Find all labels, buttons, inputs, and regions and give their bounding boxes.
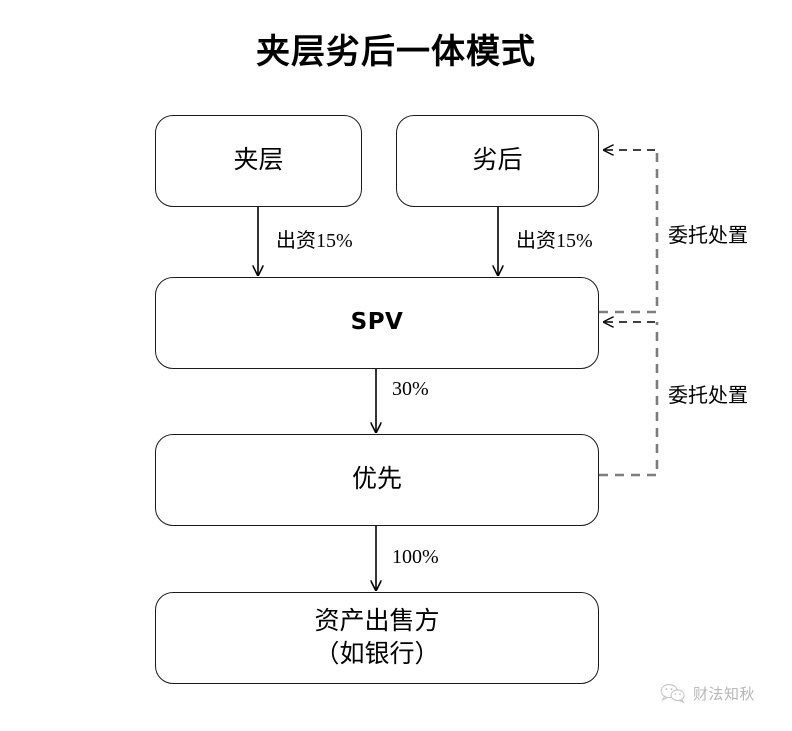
node-junior[interactable]: 劣后 xyxy=(396,115,599,207)
edge-label-funding-junior: 出资15% xyxy=(516,230,593,252)
watermark-text: 财法知秋 xyxy=(693,684,756,703)
node-asset-seller[interactable]: 资产出售方 （如银行） xyxy=(155,592,599,684)
page-title: 夹层劣后一体模式 xyxy=(256,32,536,72)
node-mezzanine-label: 夹层 xyxy=(233,147,284,174)
wechat-icon xyxy=(660,684,685,704)
edge-label-funding-mezzanine: 出资15% xyxy=(276,230,353,252)
node-senior-label: 优先 xyxy=(351,466,402,493)
node-asset-seller-label: 资产出售方 （如银行） xyxy=(314,607,440,669)
edge-label-spv-to-senior-pct: 30% xyxy=(392,378,429,400)
edge-senior-to-spv-entrust xyxy=(599,322,659,477)
node-spv[interactable]: SPV xyxy=(155,277,599,369)
node-spv-label: SPV xyxy=(350,309,404,336)
node-junior-label: 劣后 xyxy=(472,147,523,174)
edge-spv-to-junior-entrust xyxy=(599,150,659,314)
edge-label-entrust-top: 委托处置 xyxy=(668,225,748,247)
watermark: 财法知秋 xyxy=(660,682,755,704)
edge-label-entrust-bottom: 委托处置 xyxy=(668,385,748,407)
edge-label-senior-to-seller-pct: 100% xyxy=(392,546,439,568)
node-mezzanine[interactable]: 夹层 xyxy=(155,115,362,207)
node-senior[interactable]: 优先 xyxy=(155,434,599,526)
